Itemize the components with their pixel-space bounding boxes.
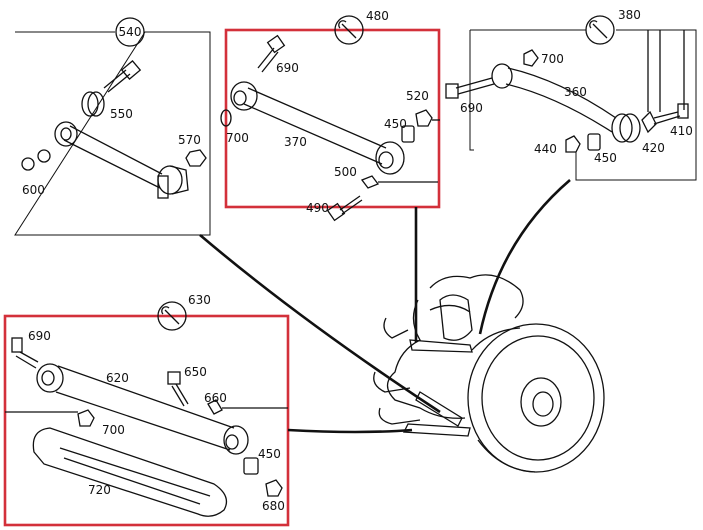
group-630: 630 690 620 650 660 700 450 680 720: [3, 293, 290, 527]
label-700-left: 700: [102, 423, 125, 437]
label-660: 660: [204, 391, 227, 405]
label-690-top: 690: [276, 61, 299, 75]
label-620: 620: [106, 371, 129, 385]
label-370: 370: [284, 135, 307, 149]
group-540: 540 550 570 600: [14, 17, 211, 236]
label-550: 550: [110, 107, 133, 121]
label-650: 650: [184, 365, 207, 379]
label-570: 570: [178, 133, 201, 147]
label-490: 490: [306, 201, 329, 215]
label-450-left: 450: [258, 447, 281, 461]
group-540-label: 540: [119, 25, 142, 39]
label-700-top: 700: [226, 131, 249, 145]
group-480: 480 690 700 370 450 520 500 490: [220, 9, 441, 222]
label-520: 520: [406, 89, 429, 103]
label-360: 360: [564, 85, 587, 99]
label-450-right: 450: [594, 151, 617, 165]
group-380: 380 700 690 360 410 420 450 440: [445, 8, 697, 181]
label-690-left: 690: [28, 329, 51, 343]
label-420: 420: [642, 141, 665, 155]
label-450-top: 450: [384, 117, 407, 131]
highlight-box-630: [3, 314, 290, 527]
highlight-box-480: [224, 28, 441, 209]
label-410: 410: [670, 124, 693, 138]
label-600: 600: [22, 183, 45, 197]
wrench-icon: [334, 15, 364, 45]
group-380-label: 380: [618, 8, 641, 22]
label-680: 680: [262, 499, 285, 513]
label-690-right: 690: [460, 101, 483, 115]
wrench-icon: [157, 301, 187, 331]
label-440: 440: [534, 142, 557, 156]
group-480-label: 480: [366, 9, 389, 23]
group-630-label: 630: [188, 293, 211, 307]
pointer-lines: [199, 179, 571, 434]
label-720: 720: [88, 483, 111, 497]
label-500: 500: [334, 165, 357, 179]
label-700-right: 700: [541, 52, 564, 66]
wrench-icon: [585, 15, 615, 45]
